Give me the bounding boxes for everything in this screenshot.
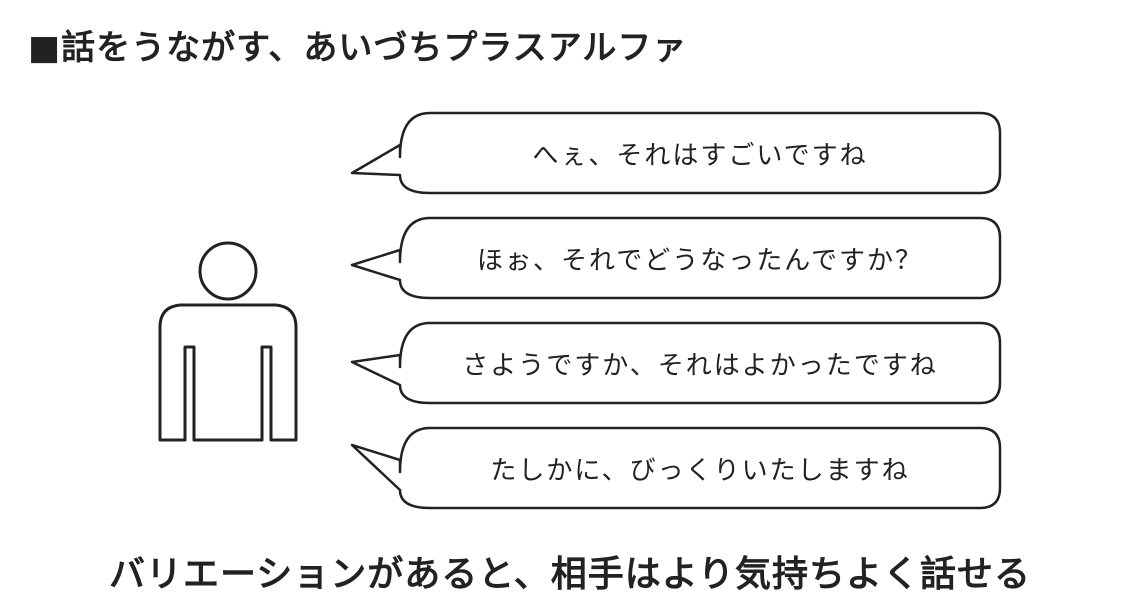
speech-bubble-4-text: たしかに、びっくりいたしますね xyxy=(490,455,910,486)
speech-bubble-1-shape xyxy=(350,111,1002,195)
person-head xyxy=(198,241,258,301)
page-title: ■話をうながす、あいづちプラスアルファ xyxy=(28,28,688,68)
speech-bubble-shapes xyxy=(350,111,1002,510)
person-icon xyxy=(158,241,298,442)
speech-bubble-3-text: さようですか、それはよかったですね xyxy=(462,350,938,381)
caption: バリエーションがあると、相手はより気持ちよく話せる xyxy=(108,554,1032,595)
speech-bubble-1-text: へぇ、それはすごいですね xyxy=(532,140,868,171)
person-body xyxy=(158,303,298,442)
speech-bubble-3-shape xyxy=(350,321,1002,405)
speech-bubble-4-shape xyxy=(350,426,1002,510)
speech-bubble-2-text: ほぉ、それでどうなったんですか？ xyxy=(477,245,923,276)
speech-bubble-2-shape xyxy=(350,216,1002,300)
